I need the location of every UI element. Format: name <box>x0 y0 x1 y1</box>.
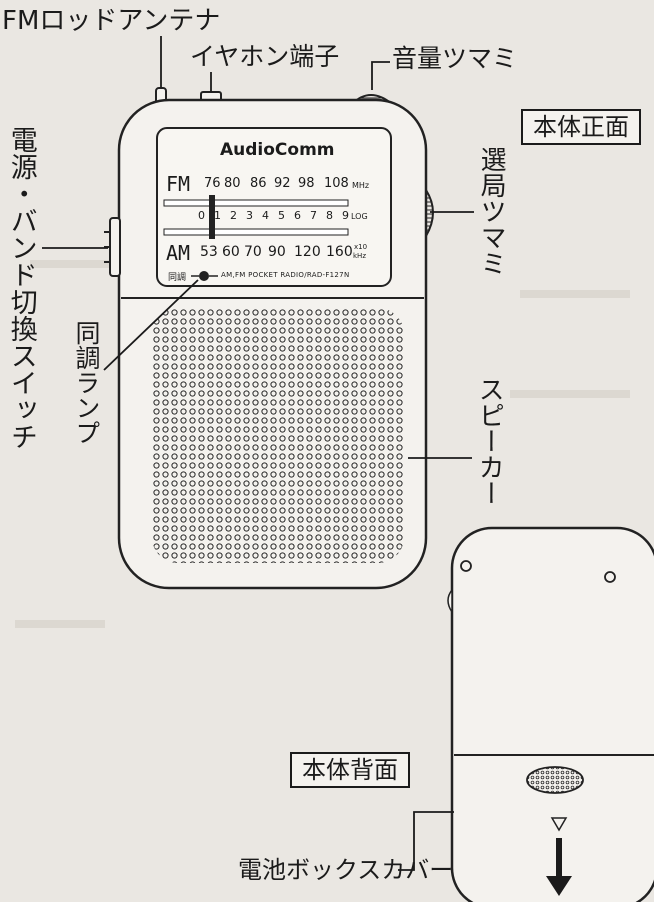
log-tick: 4 <box>262 209 269 222</box>
fm-scale-rail <box>163 199 349 207</box>
lamp-label: 同調 <box>168 273 187 283</box>
am-tick: 160 <box>326 244 353 260</box>
fm-tick: 108 <box>324 176 349 191</box>
am-unit-bottom: kHz <box>353 252 366 260</box>
am-tick: 120 <box>294 244 321 260</box>
radio-front-view <box>104 87 434 590</box>
fm-tick: 76 <box>204 176 221 191</box>
log-tick: 1 <box>214 209 221 222</box>
battery-cover-grip <box>526 766 584 794</box>
battery-cover-label: 電池ボックスカバー <box>238 856 454 884</box>
log-tick: 9 <box>342 209 349 222</box>
volume-knob-label: 音量ツマミ <box>392 44 518 73</box>
radio-back-body <box>450 526 654 902</box>
screw-hole-right <box>604 571 616 583</box>
earphone-jack-label: イヤホン端子 <box>190 42 340 71</box>
back-view-title: 本体背面 <box>290 752 410 788</box>
log-tick: 5 <box>278 209 285 222</box>
fm-band-label: FM <box>166 172 191 196</box>
power-band-switch-label: 電源・バンド切換スイッチ <box>5 126 37 450</box>
fm-tick: 86 <box>250 176 267 191</box>
am-tick: 53 <box>200 244 218 260</box>
dial-window <box>156 127 392 287</box>
am-tick: 90 <box>268 244 286 260</box>
log-tick: 6 <box>294 209 301 222</box>
front-view-title: 本体正面 <box>521 109 641 145</box>
screw-hole-left <box>460 560 472 572</box>
fm-unit-label: MHz <box>352 181 370 190</box>
log-label: LOG <box>351 212 368 221</box>
fm-tick: 92 <box>274 176 291 191</box>
log-tick: 7 <box>310 209 317 222</box>
tuning-lamp-label: 同調ランプ <box>72 320 101 445</box>
tuning-knob-label: 選局ツマミ <box>476 146 507 276</box>
tuning-lamp <box>199 271 209 281</box>
leader-lines <box>42 36 474 871</box>
speaker-grill <box>152 308 404 563</box>
am-scale-rail <box>163 228 349 236</box>
dial-pointer <box>209 195 215 239</box>
open-direction-mark <box>550 817 568 832</box>
tuning-knob <box>425 186 434 240</box>
am-tick: 60 <box>222 244 240 260</box>
model-text: AM,FM POCKET RADIO/RAD-F127N <box>221 271 350 279</box>
speaker-label: スピーカー <box>474 376 505 506</box>
fm-tick: 98 <box>298 176 315 191</box>
brand-logo-text: AudioComm <box>220 140 335 160</box>
am-band-label: AM <box>166 241 191 265</box>
log-tick: 3 <box>246 209 253 222</box>
log-tick: 8 <box>326 209 333 222</box>
fm-antenna-label: FMロッドアンテナ <box>2 6 221 36</box>
power-band-switch <box>109 217 121 277</box>
slide-arrow-head <box>546 876 572 896</box>
log-tick: 0 <box>198 209 205 222</box>
side-knob-back <box>447 587 453 615</box>
am-tick: 70 <box>244 244 262 260</box>
log-tick: 2 <box>230 209 237 222</box>
fm-tick: 80 <box>224 176 241 191</box>
radio-back-view <box>447 526 654 902</box>
am-unit-top: x10 <box>354 243 368 251</box>
